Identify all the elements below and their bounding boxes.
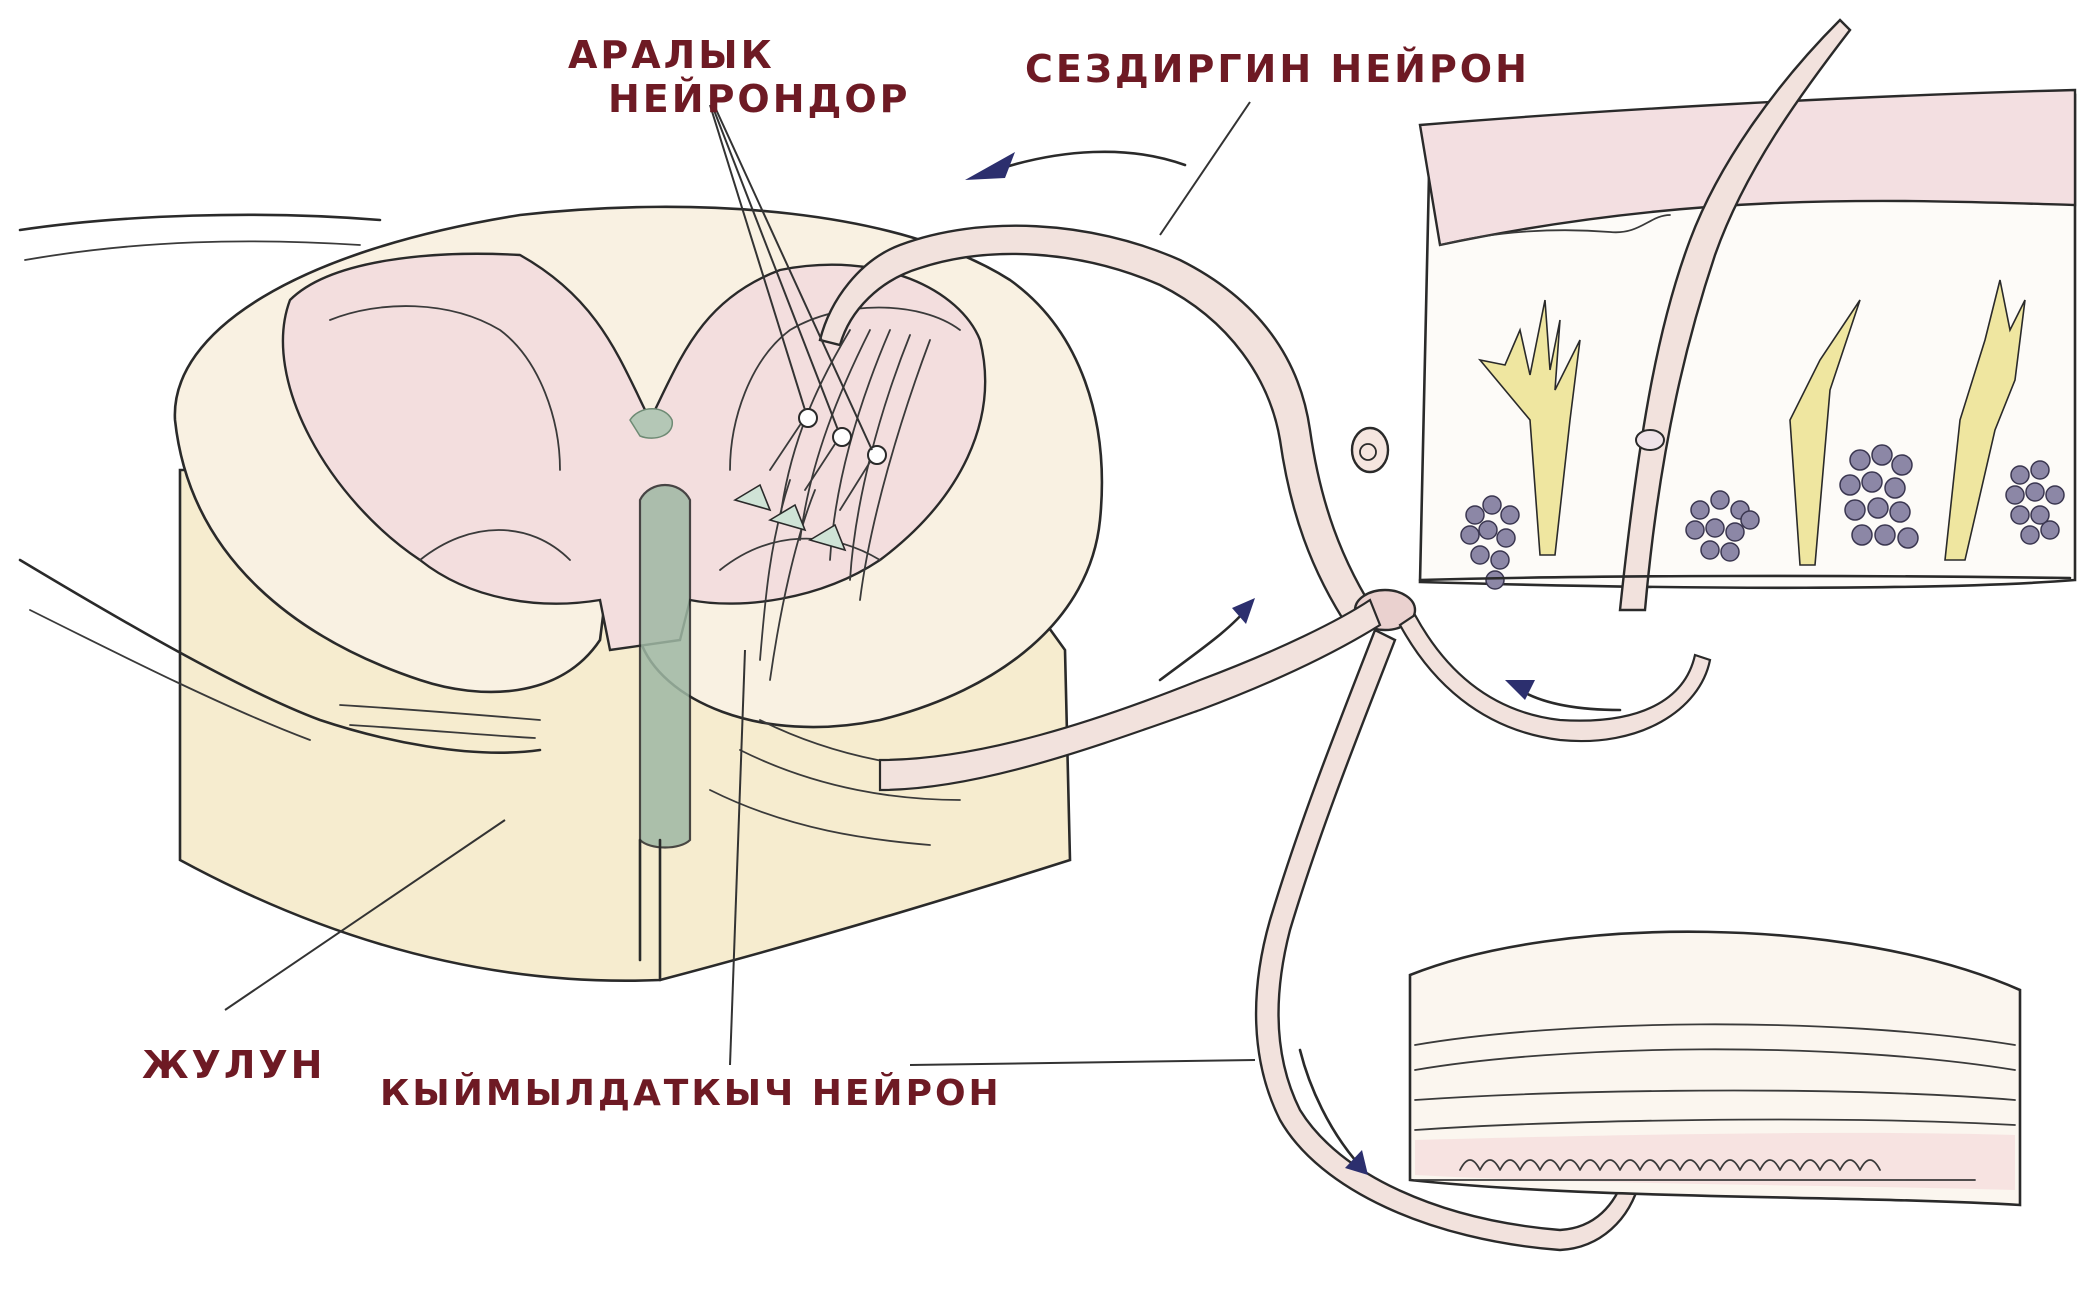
label-interneurons-line1: АРАЛЫК: [568, 33, 775, 77]
label-interneurons-line2: НЕЙРОНДОР: [608, 77, 911, 121]
muscle-section: [1410, 932, 2020, 1205]
label-motor-neuron: КЫЙМЫЛДАТКЫЧ НЕЙРОН: [380, 1072, 1002, 1114]
arrow-top-curve: [990, 152, 1185, 172]
arrow-receptor-head: [1505, 680, 1535, 700]
leader-motor-2: [910, 1060, 1255, 1065]
hair-follicle-bulb: [1636, 430, 1664, 450]
dorsal-root-left: [20, 215, 380, 230]
arrow-top-head: [965, 152, 1015, 180]
arrow-receptor-curve: [1520, 690, 1620, 710]
leader-sensory: [1160, 102, 1250, 235]
spinal-cord: [20, 207, 1102, 981]
central-canal: [640, 485, 690, 848]
label-spinal-cord: ЖУЛУН: [142, 1043, 325, 1087]
label-sensory-neuron: СЕЗДИРГИН НЕЙРОН: [1025, 47, 1530, 91]
skin-section: [1420, 20, 2075, 610]
dorsal-root-ganglion: [1352, 428, 1388, 472]
dorsal-root-left-inner: [25, 241, 360, 260]
receptor-branch: [1400, 615, 1710, 741]
